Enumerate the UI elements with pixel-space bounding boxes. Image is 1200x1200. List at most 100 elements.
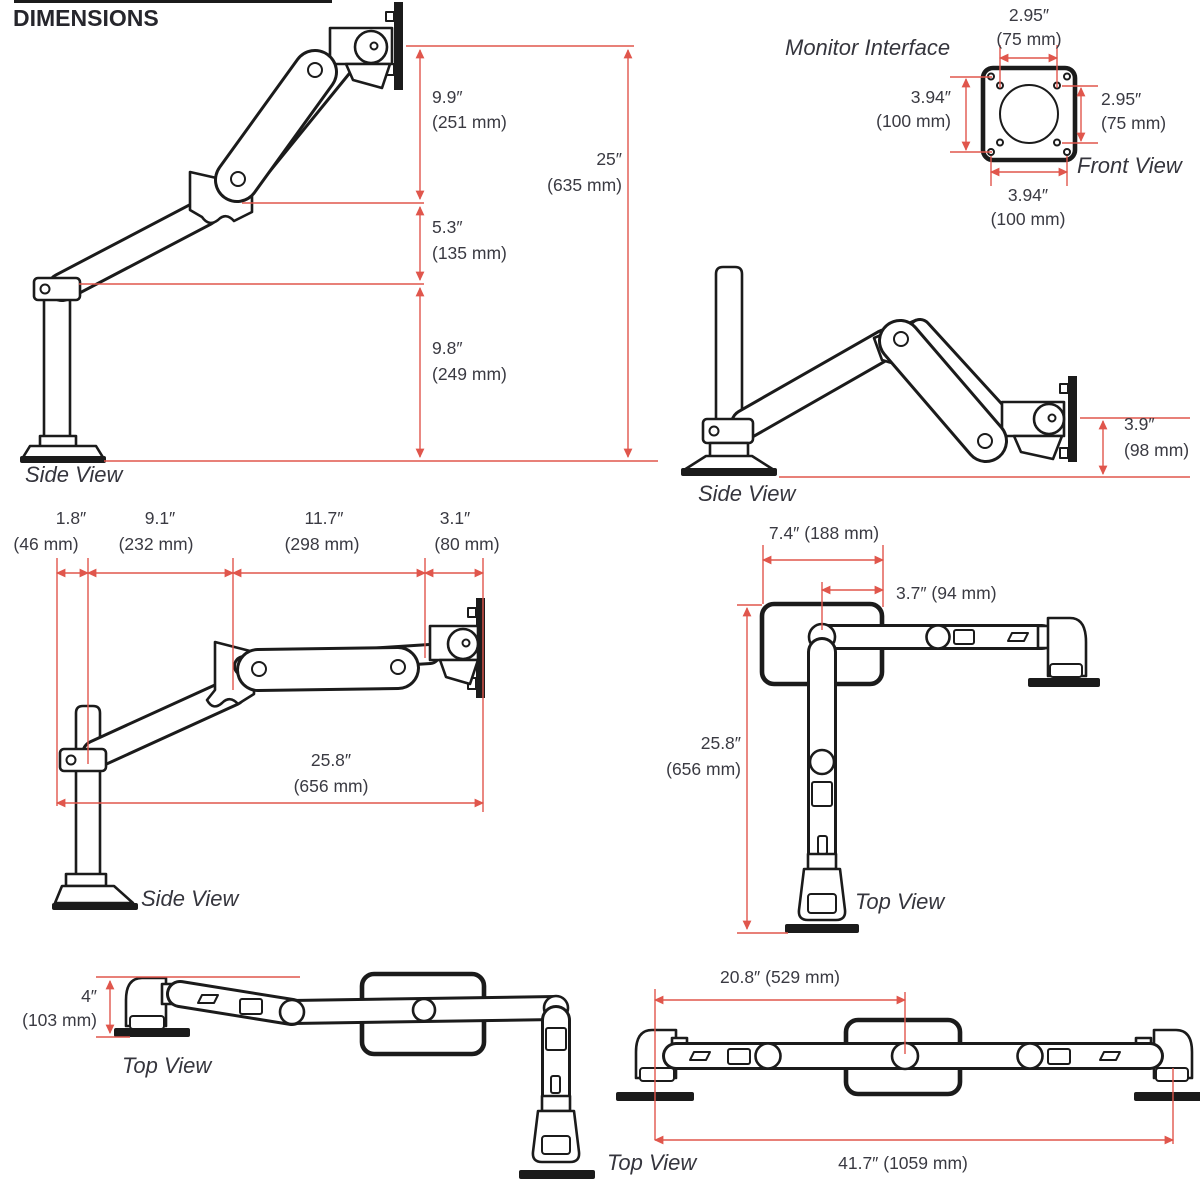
head-pivot-hole [1047,413,1057,423]
top-offset-drawing [114,971,595,1179]
riser-bracket [540,1094,572,1113]
arm-slot [811,781,833,807]
side-raised-drawing [20,2,403,463]
base-plate [20,456,106,463]
clamp-pad [807,893,837,914]
top-extended-drawing [616,1017,1200,1101]
dim-reach-mm: (656 mm) [666,759,741,779]
arm-slot [727,1048,751,1065]
dim-seg1-in: 1.8″ [56,508,87,528]
capsule-hole-right [390,659,406,675]
arm-joint [278,998,306,1026]
capsule-hole-bottom [230,171,246,187]
dim-seg-mid-mm: (135 mm) [432,243,507,263]
wrist-collar [32,276,82,302]
vesa-bottom-mm: (100 mm) [991,209,1066,229]
arm-joint [808,748,836,776]
clamp-pad [1049,663,1083,678]
monitor-plate [1068,376,1077,462]
view-side-extended: 1.8″ (46 mm) 9.1″ (232 mm) 11.7″ (298 mm… [13,508,499,911]
capsule-hole-bottom [977,433,993,449]
side-extended-dimension-lines [55,558,485,812]
wrist-collar [58,747,108,773]
view-top-folded: 7.4″ (188 mm) 3.7″ (94 mm) 25.8″ (656 mm… [666,523,1100,934]
clamp-base-right [1134,1092,1200,1101]
base-skirt [682,454,776,472]
plate-flange-bottom [1059,447,1069,459]
dim-seg4-mm: (80 mm) [434,534,499,554]
pole [714,265,744,424]
view-label-top-extended: Top View [607,1150,698,1175]
view-label-side-lowered: Side View [698,481,798,506]
top-offset-dimension-lines [96,976,300,1038]
clamp-foot [1046,616,1088,678]
plate-flange-top [385,11,395,22]
view-label-front: Front View [1077,153,1184,178]
arm-glyph [689,1051,711,1061]
arm-glyph [1007,632,1029,642]
view-label-top-folded: Top View [855,889,946,914]
side-lowered-drawing [681,265,1077,476]
dim-base-width: 7.4″ (188 mm) [769,523,879,543]
plate-flange-top [467,607,477,618]
clamp-pad [541,1135,571,1155]
view-label-side-raised: Side View [25,462,125,487]
arm-slot-small [817,835,828,855]
head-pivot-hole [369,41,379,51]
monitor-plate [394,2,403,90]
head-tab [344,62,392,90]
head-pivot-hole [461,638,471,648]
dim-seg3-in: 11.7″ [305,508,344,528]
pole [42,292,72,444]
dim-seg1-mm: (46 mm) [13,534,78,554]
clamp-base [785,924,859,933]
dim-seg3-mm: (298 mm) [285,534,360,554]
vesa-left-mm: (100 mm) [876,111,951,131]
clamp-foot [124,976,168,1028]
riser-bracket [806,852,838,871]
vesa-plate-drawing [980,65,1078,163]
top-folded-dimension-lines [737,545,885,934]
arm-joint [754,1042,782,1070]
arm-joint [925,624,951,650]
view-label-side-extended: Side View [141,886,241,911]
dim-reach-mm: (656 mm) [294,776,369,796]
top-extended-dimension-lines [653,989,1175,1145]
head-tab [1012,434,1064,461]
view-side-lowered: 3.9″ (98 mm) Side View [681,265,1190,506]
vesa-top-mm: (75 mm) [996,29,1061,49]
arm-slot [545,1027,567,1051]
dim-seg2-mm: (232 mm) [119,534,194,554]
base-step [64,872,108,888]
crop-artifact [14,0,332,3]
arm-glyph [1099,1051,1121,1061]
view-side-raised: 9.9″ (251 mm) 25″ (635 mm) 5.3″ (135 mm)… [20,2,658,487]
clamp-base [519,1170,595,1179]
base-plate [52,903,138,910]
dim-pivot-span: 20.8″ (529 mm) [720,967,840,987]
dim-total-mm: (635 mm) [547,175,622,195]
dim-depth-mm: (103 mm) [22,1010,97,1030]
base-skirt [53,884,135,905]
top-folded-drawing [759,601,1100,933]
clamp-base [1028,678,1100,687]
vesa-hole-100 [1063,72,1071,81]
vesa-right-mm: (75 mm) [1101,113,1166,133]
monitor-plate [476,598,485,698]
plate-pivot [411,997,437,1023]
dim-seg-mid-in: 5.3″ [432,217,463,237]
dim-seg-bottom-mm: (249 mm) [432,364,507,384]
dim-drop-mm: (98 mm) [1124,440,1189,460]
view-top-offset: 4″ (103 mm) Top View [22,971,595,1179]
dim-drop-in: 3.9″ [1124,414,1155,434]
view-label-top-offset: Top View [122,1053,213,1078]
side-lowered-dimension-lines [779,417,1190,478]
view-top-extended: 20.8″ (529 mm) 41.7″ (1059 mm) Top View [607,967,1200,1175]
plate-flange-top [1059,383,1069,394]
capsule-hole-top [307,62,323,78]
vesa-dimension-lines [950,45,1098,186]
wrist-hole [39,283,51,295]
view-monitor-interface: Monitor Interface 2.95″ (75 mm) 3.94″ (1… [785,5,1184,229]
